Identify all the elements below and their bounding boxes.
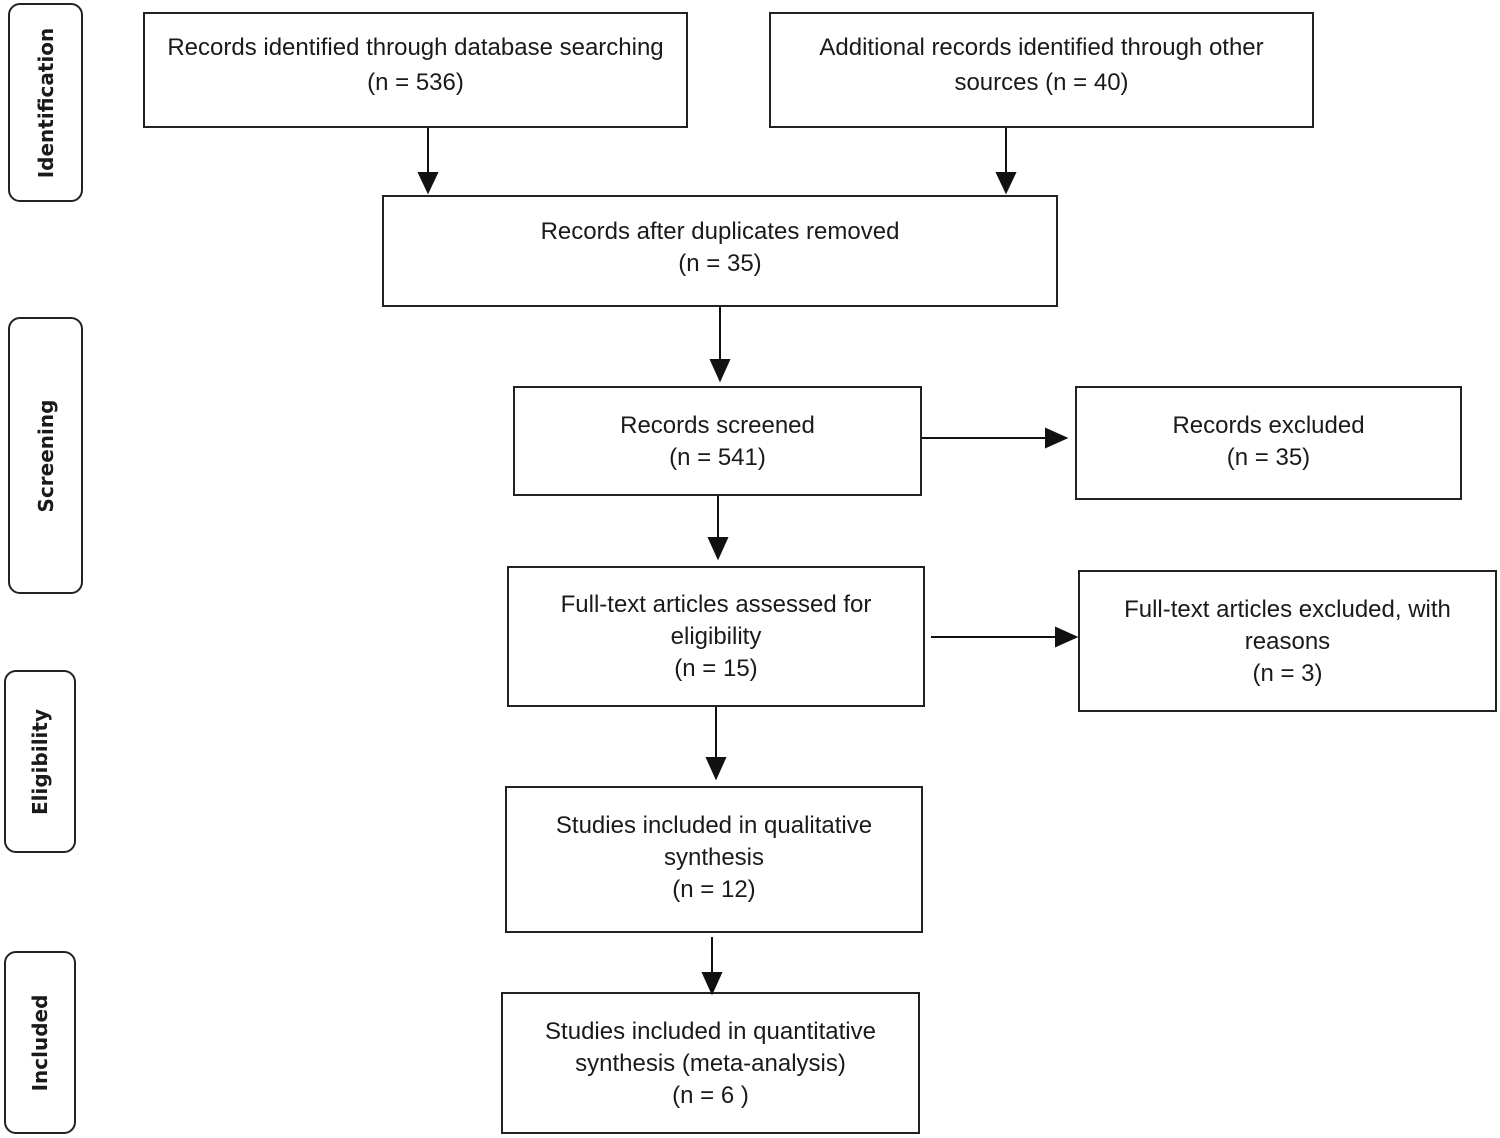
arrow-qualitative-to-quantitative — [701, 937, 723, 996]
box-other-sources-line1: Additional records identified through ot… — [819, 34, 1264, 61]
box-records-excluded-line1: Records excluded — [1172, 412, 1365, 439]
box-duplicates-removed-line2: (n = 35) — [678, 250, 762, 277]
box-fulltext-excluded-line3: (n = 3) — [1252, 660, 1323, 687]
arrow-fulltext-to-excluded — [931, 626, 1079, 648]
phase-eligibility: Eligibility — [4, 670, 76, 853]
box-fulltext-assessed-line2: eligibility — [670, 623, 762, 650]
box-other-sources: Additional records identified through ot… — [769, 12, 1314, 128]
box-quantitative-synthesis: Studies included in quantitative synthes… — [501, 992, 920, 1134]
box-qualitative-line1: Studies included in qualitative — [555, 812, 873, 839]
phase-screening: Screening — [8, 317, 83, 594]
arrow-other-to-duplicates — [995, 128, 1017, 195]
box-qualitative-line2: synthesis — [663, 844, 765, 871]
box-other-sources-line2: sources (n = 40) — [954, 69, 1129, 96]
box-qualitative-synthesis: Studies included in qualitative synthesi… — [505, 786, 923, 933]
box-quantitative-line1: Studies included in quantitative — [545, 1018, 876, 1045]
box-database-search-line2: (n = 536) — [367, 69, 464, 96]
box-database-search-line1: Records identified through database sear… — [167, 34, 664, 61]
arrow-fulltext-to-qualitative — [705, 707, 727, 781]
box-records-screened-line1: Records screened — [620, 412, 815, 439]
box-quantitative-line3: (n = 6 ) — [672, 1082, 749, 1109]
box-fulltext-excluded: Full-text articles excluded, with reason… — [1078, 570, 1497, 712]
box-records-screened-line2: (n = 541) — [669, 444, 766, 471]
box-quantitative-line2: synthesis (meta-analysis) — [575, 1050, 846, 1077]
box-duplicates-removed-line1: Records after duplicates removed — [540, 218, 900, 245]
phase-included: Included — [4, 951, 76, 1134]
box-database-search: Records identified through database sear… — [143, 12, 688, 128]
arrow-screened-to-fulltext — [707, 496, 729, 561]
box-records-screened: Records screened (n = 541) — [513, 386, 922, 496]
box-duplicates-removed: Records after duplicates removed (n = 35… — [382, 195, 1058, 307]
arrow-db-to-duplicates — [417, 128, 439, 195]
arrow-duplicates-to-screened — [709, 307, 731, 383]
arrow-screened-to-excluded — [922, 427, 1069, 449]
box-qualitative-line3: (n = 12) — [672, 876, 756, 903]
box-fulltext-excluded-line2: reasons — [1244, 628, 1331, 655]
box-fulltext-assessed-line1: Full-text articles assessed for — [560, 591, 872, 618]
box-fulltext-assessed-line3: (n = 15) — [674, 655, 758, 682]
box-fulltext-assessed: Full-text articles assessed for eligibil… — [507, 566, 925, 707]
phase-identification: Identification — [8, 3, 83, 202]
box-fulltext-excluded-line1: Full-text articles excluded, with — [1124, 596, 1451, 623]
box-records-excluded: Records excluded (n = 35) — [1075, 386, 1462, 500]
box-records-excluded-line2: (n = 35) — [1226, 444, 1311, 471]
